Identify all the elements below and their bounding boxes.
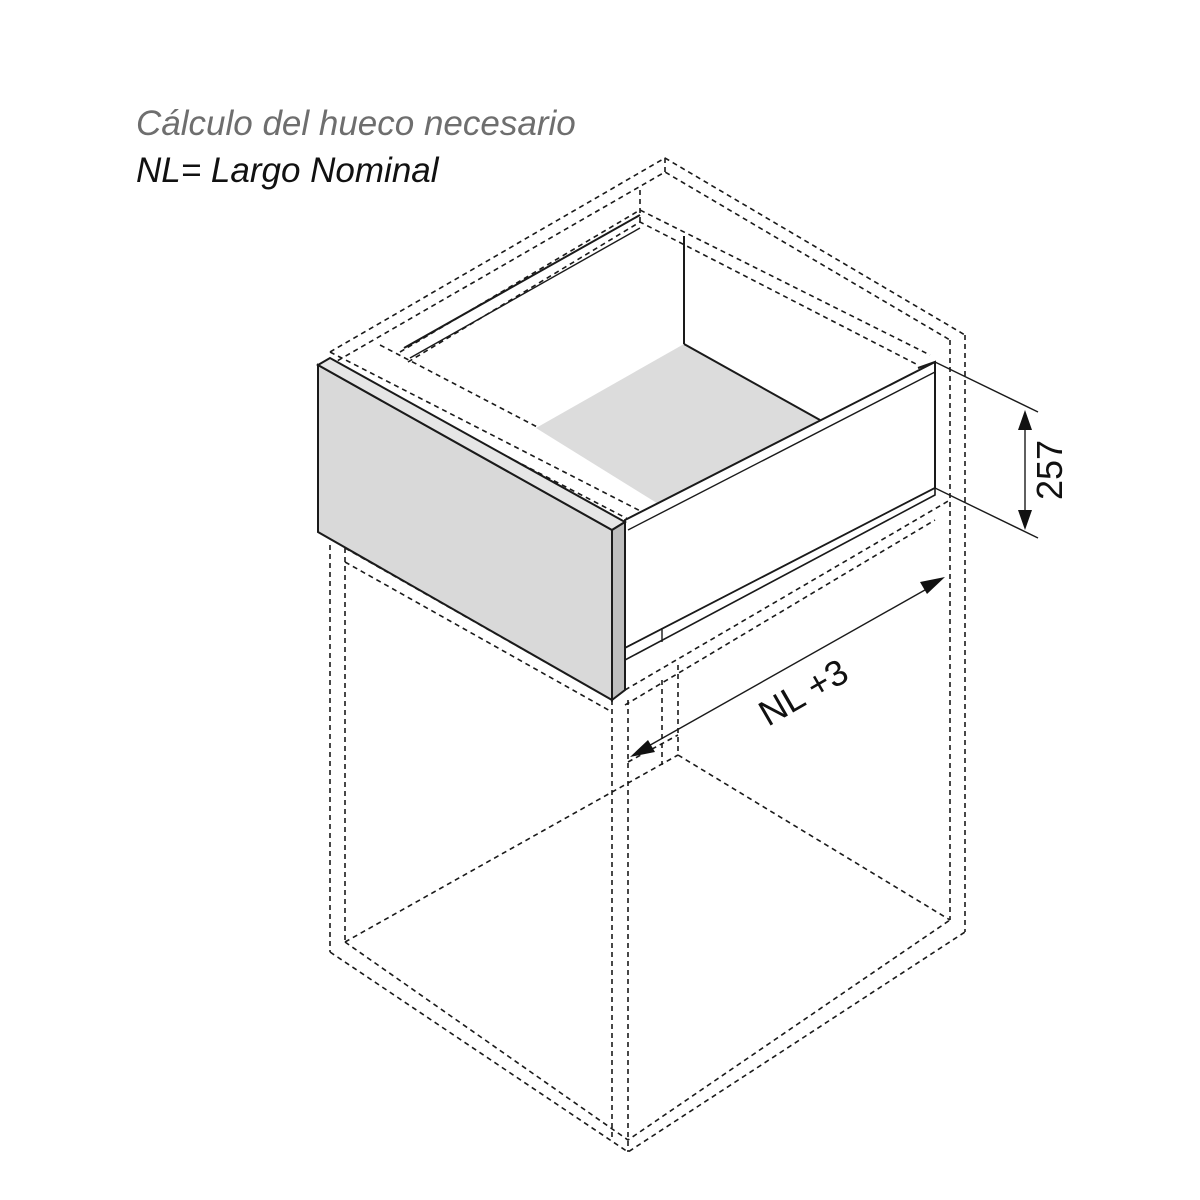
diagram-title: Cálculo del hueco necesario xyxy=(136,104,576,143)
height-dimension: 257 xyxy=(934,361,1070,539)
arrow-up-icon xyxy=(1018,410,1032,430)
drawer-front xyxy=(315,356,627,703)
arrow-right-icon xyxy=(920,577,945,594)
diagram-subtitle: NL= Largo Nominal xyxy=(136,151,439,190)
length-label: NL +3 xyxy=(752,651,855,734)
front-panel-edge xyxy=(611,520,626,703)
drawer-floor xyxy=(536,344,820,505)
height-label: 257 xyxy=(1029,440,1070,500)
drawer-box xyxy=(403,214,936,662)
cabinet-outline xyxy=(329,157,966,1153)
arrow-down-icon xyxy=(1018,510,1032,530)
arrow-left-icon xyxy=(630,740,655,757)
